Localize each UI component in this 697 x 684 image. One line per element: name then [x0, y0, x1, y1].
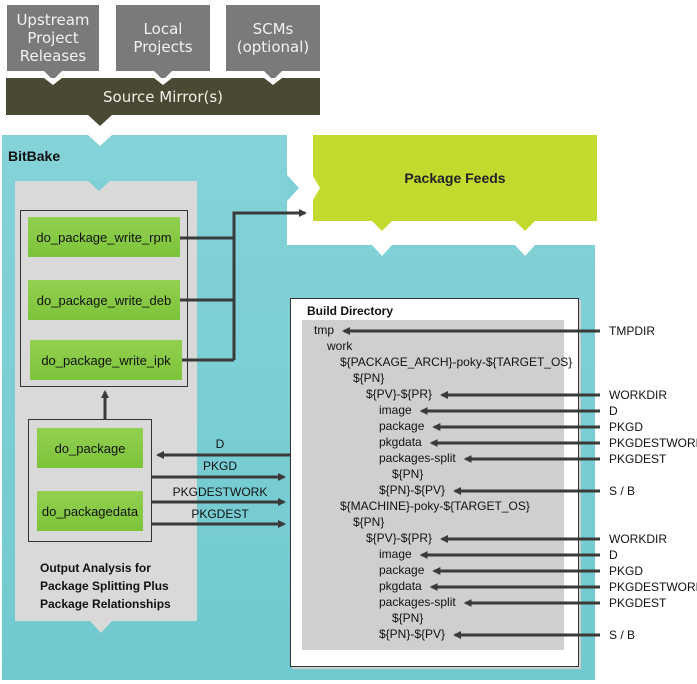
tree-item: work [327, 339, 353, 353]
pointer-notch [287, 175, 299, 201]
tree-item: packages-split [379, 451, 456, 465]
variable-label: WORKDIR [609, 532, 667, 546]
arrow-label-pkgdest: PKGDEST [191, 507, 249, 521]
variable-label: TMPDIR [609, 324, 655, 338]
task-do-packagedata[interactable]: do_packagedata [37, 491, 143, 531]
tree-item: package [379, 419, 425, 433]
pointer-notch [515, 221, 535, 231]
source-upstream-project-releases: Upstream Project Releases [7, 5, 99, 71]
pointer-notch [264, 78, 282, 85]
variable-label: PKGDEST [609, 596, 667, 610]
source-mirror-label: Source Mirror(s) [103, 87, 223, 106]
output-analysis-caption: Output Analysis for Package Splitting Pl… [40, 561, 171, 611]
tree-item: tmp [314, 323, 335, 337]
tree-item: ${PN} [392, 611, 424, 625]
source-label: SCMs (optional) [236, 20, 310, 56]
tree-item: ${PV}-${PR} [366, 531, 433, 545]
pointer-notch [90, 621, 112, 633]
source-scms: SCMs (optional) [226, 5, 320, 71]
tree-item: ${PN}-${PV} [379, 627, 446, 641]
package-tasks-frame [28, 419, 152, 542]
arrow-label-pkgdestwork: PKGDESTWORK [172, 485, 268, 499]
pointer-notch [372, 221, 392, 231]
pointer-notch [372, 245, 392, 256]
task-do-package[interactable]: do_package [37, 428, 143, 468]
task-label: do_package [54, 440, 126, 456]
task-do-package-write-rpm[interactable]: do_package_write_rpm [28, 217, 180, 257]
pointer-notch [154, 71, 172, 80]
pointer-notch [264, 71, 282, 80]
tree-item: pkgdata [379, 579, 422, 593]
variable-label: D [609, 404, 618, 418]
tree-item: ${PN} [392, 467, 424, 481]
variable-label: S / B [609, 628, 636, 642]
build-directory-tree [302, 320, 564, 650]
bitbake-title: BitBake [8, 148, 61, 164]
package-feeds: Package Feeds [313, 135, 597, 221]
package-feeds-label: Package Feeds [404, 170, 506, 186]
tree-item: ${PN} [353, 515, 385, 529]
variable-label: PKGDESTWORK [609, 436, 697, 450]
variable-label: S / B [609, 484, 636, 498]
variable-label: PKGDEST [609, 452, 667, 466]
pointer-notch [88, 181, 110, 191]
tree-item: ${PN} [353, 371, 385, 385]
variable-label: WORKDIR [609, 388, 667, 402]
connector-to-feeds [232, 209, 307, 360]
source-label: Upstream Project Releases [16, 11, 90, 65]
pointer-notch [515, 245, 535, 256]
variable-label: PKGDESTWORK [609, 580, 697, 594]
tree-item: ${PN}-${PV} [379, 483, 446, 497]
pointer-notch [44, 71, 62, 80]
variable-label: PKGD [609, 420, 644, 434]
tree-item: package [379, 563, 425, 577]
build-directory-title: Build Directory [307, 304, 394, 318]
pointer-notch [88, 135, 112, 146]
source-label: Local Projects [133, 20, 193, 56]
tree-item: pkgdata [379, 435, 422, 449]
arrow-label-d: D [215, 437, 225, 451]
pointer-notch [313, 176, 320, 200]
pointer-notch [154, 78, 172, 85]
source-local-projects: Local Projects [116, 5, 210, 71]
tree-item: ${MACHINE}-poky-${TARGET_OS} [340, 499, 530, 513]
task-label: do_package_write_ipk [41, 352, 171, 368]
tree-item: ${PV}-${PR} [366, 387, 433, 401]
tree-item: image [379, 547, 412, 561]
task-label: do_package_write_rpm [36, 229, 172, 245]
tree-item: packages-split [379, 595, 456, 609]
variable-label: D [609, 548, 618, 562]
pointer-notch [88, 115, 112, 126]
tree-item: ${PACKAGE_ARCH}-poky-${TARGET_OS} [340, 355, 573, 369]
pointer-notch [44, 78, 62, 85]
task-label: do_package_write_deb [36, 292, 172, 308]
arrow-label-pkgd: PKGD [202, 459, 237, 473]
task-do-package-write-deb[interactable]: do_package_write_deb [28, 280, 180, 320]
variable-label: PKGD [609, 564, 644, 578]
tree-item: image [379, 403, 412, 417]
task-label: do_packagedata [41, 503, 139, 519]
task-do-package-write-ipk[interactable]: do_package_write_ipk [30, 340, 182, 380]
